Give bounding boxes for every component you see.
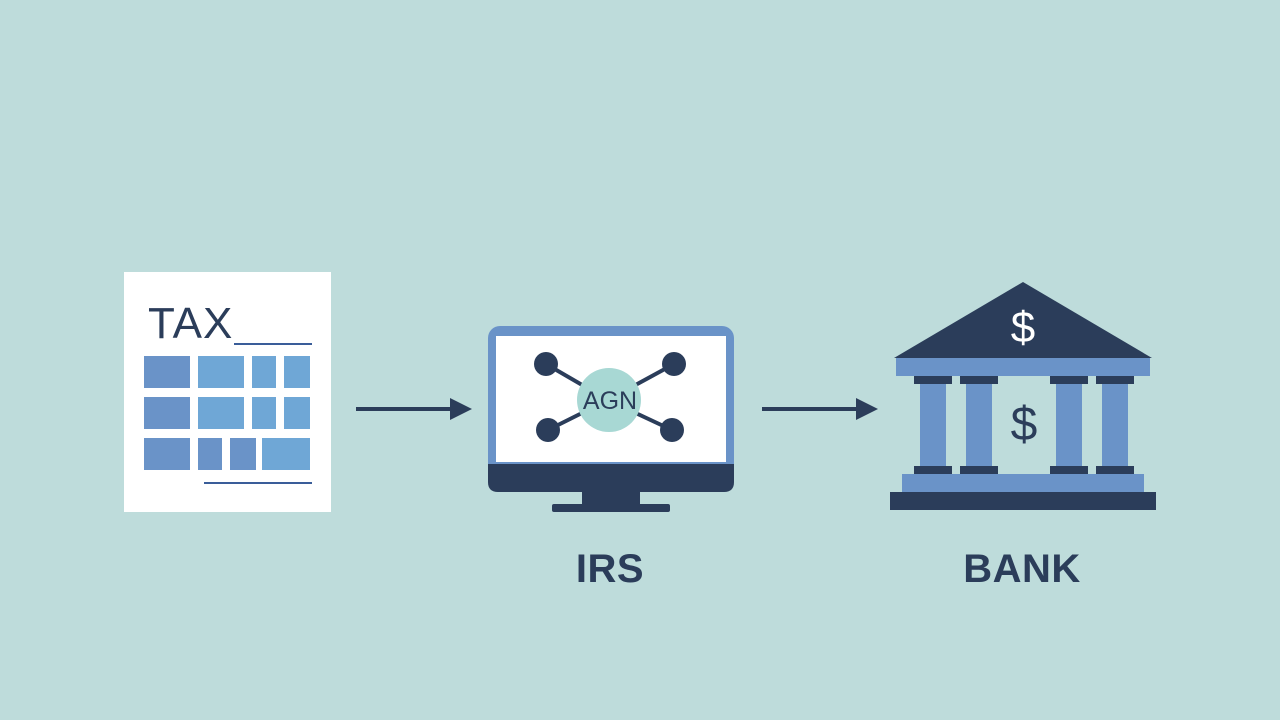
network-node: [662, 352, 686, 376]
form-cell: [144, 438, 190, 470]
form-cell: [284, 397, 310, 429]
form-cell: [144, 397, 190, 429]
form-cell: [262, 438, 310, 470]
bank-step: [902, 474, 1144, 492]
tax-label: TAX: [148, 299, 233, 348]
bank-building: $ $: [888, 280, 1158, 514]
bank-base: [890, 492, 1156, 510]
monitor-stand: [552, 504, 670, 512]
document-sheet: [124, 272, 331, 512]
roof-dollar-sign: $: [1011, 303, 1035, 352]
hub-label: AGN: [583, 387, 637, 415]
arrow-right-icon: [356, 398, 472, 420]
body-dollar-sign: $: [1011, 398, 1038, 451]
network-node: [660, 418, 684, 442]
bank-roof: [894, 282, 1152, 358]
arrow-right-icon: [762, 398, 878, 420]
form-cell: [252, 356, 276, 388]
tax-document-graphic: TAX: [124, 272, 331, 512]
form-cell: [144, 356, 190, 388]
network-node: [534, 352, 558, 376]
arrow-irs-to-bank: [760, 396, 880, 422]
bank-caption: BANK: [963, 547, 1081, 591]
irs-caption: IRS: [575, 547, 645, 591]
bank-icon: $ $: [890, 282, 1156, 510]
irs-computer: AGN: [486, 324, 736, 516]
hub-circle: [577, 368, 641, 432]
computer-monitor-icon: AGN: [488, 326, 734, 512]
network-graph-icon: AGN: [534, 352, 686, 442]
form-cell: [284, 356, 310, 388]
network-node: [536, 418, 560, 442]
monitor-chin: [488, 464, 734, 492]
arrow-tax-to-irs: [354, 396, 474, 422]
form-cell: [252, 397, 276, 429]
bank-entablature: [896, 358, 1150, 376]
bank-columns: [914, 376, 1134, 474]
form-cell: [198, 356, 244, 388]
form-cell: [198, 397, 244, 429]
form-cell: [230, 438, 256, 470]
tax-document: TAX: [124, 272, 331, 512]
form-cell: [198, 438, 222, 470]
